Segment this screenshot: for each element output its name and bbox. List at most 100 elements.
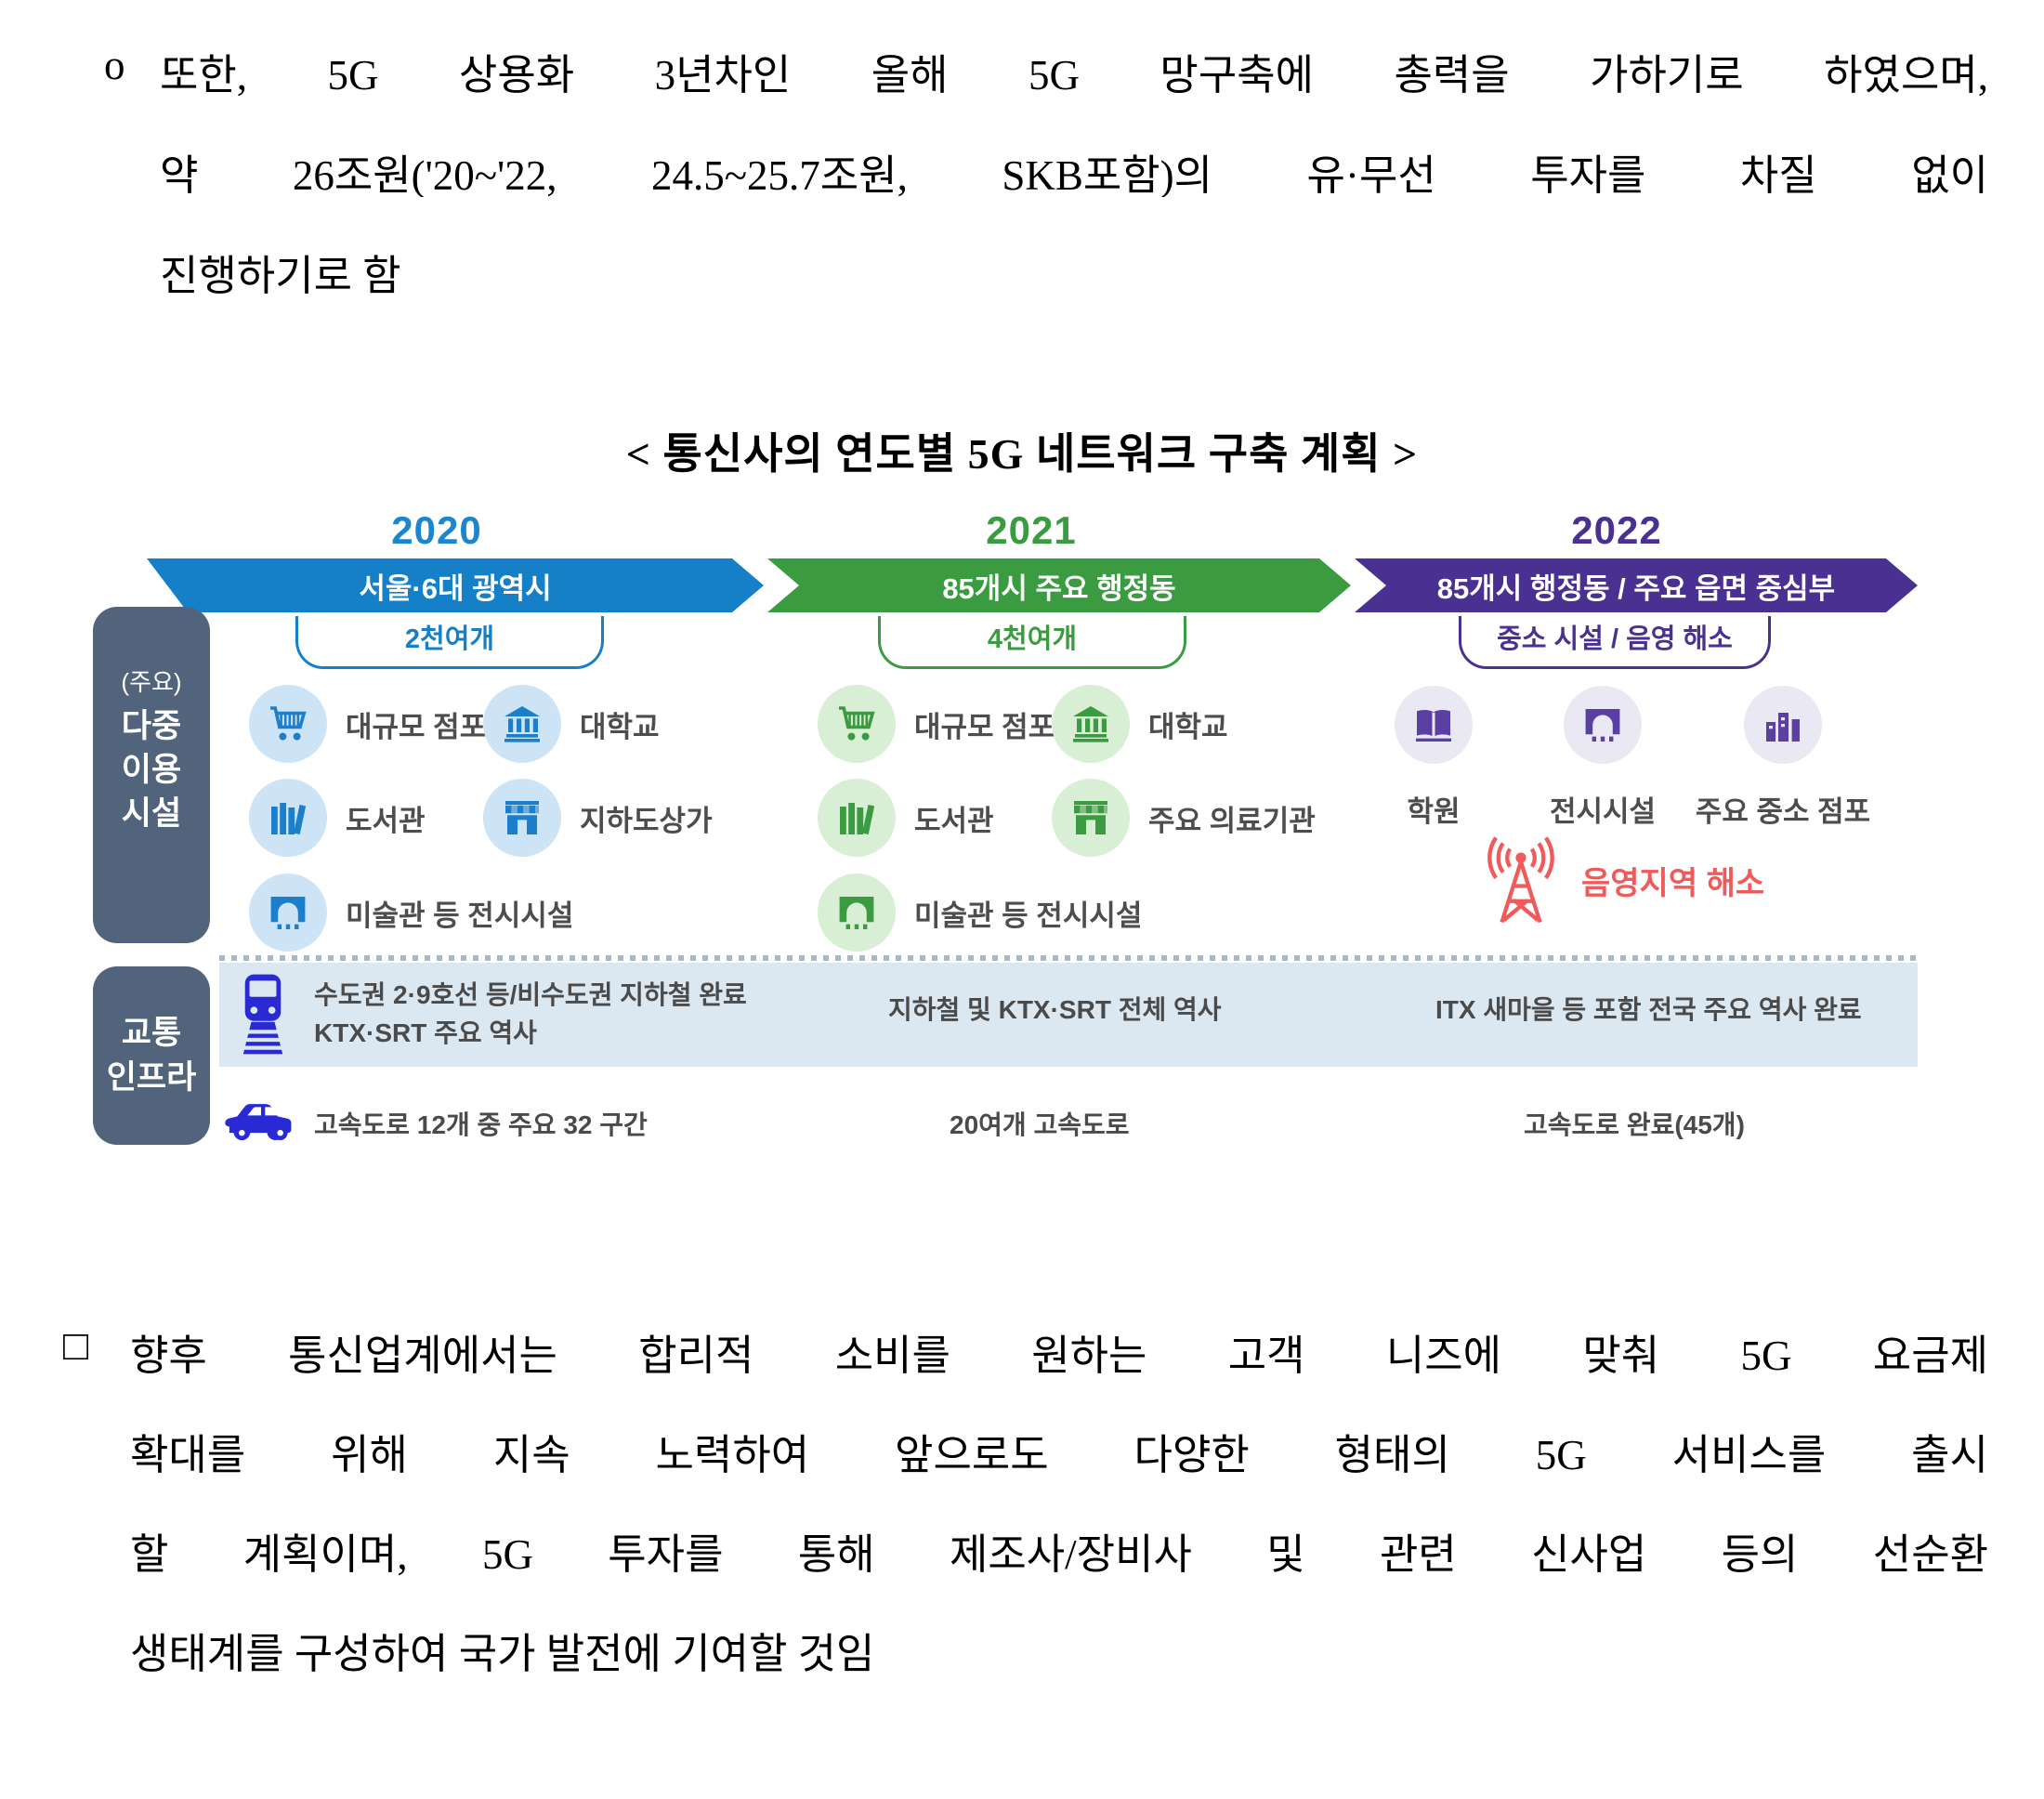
para2-line2: 확대를 위해 지속 노력하여 앞으로도 다양한 형태의 5G 서비스를 출시	[130, 1432, 1988, 1477]
facility-icon-circle	[249, 685, 327, 763]
facility-label: 미술관 등 전시시설	[346, 899, 574, 932]
antenna-tower-icon	[1487, 836, 1554, 924]
count-2020: 2천여개	[404, 624, 495, 654]
facility-icon-circle	[1744, 686, 1822, 764]
facility-item: 주요 중소 점포	[1671, 686, 1894, 830]
facility-item: 대규모 점포	[818, 685, 1055, 763]
facility-label: 대학교	[1148, 710, 1228, 743]
rail-2020-text: 수도권 2·9호선 등/비수도권 지하철 완료 KTX·SRT 주요 역사	[314, 976, 747, 1052]
facility-label: 주요 중소 점포	[1695, 795, 1871, 828]
facility-icon-circle	[818, 685, 896, 763]
rail-2022-text: ITX 새마을 등 포함 전국 주요 역사 완료	[1435, 995, 1862, 1024]
car-icon-wrap	[223, 1095, 299, 1150]
exhibition-hall-icon	[839, 897, 874, 929]
rail-2021-text: 지하철 및 KTX·SRT 전체 역사	[888, 995, 1222, 1024]
road-2020-text: 고속도로 12개 중 주요 32 구간	[314, 1110, 648, 1139]
exhibition-hall-icon	[1585, 709, 1620, 742]
facility-icon-circle	[483, 685, 561, 763]
train-icon	[242, 974, 283, 1055]
sidebar-facilities-box: (주요) 다중 이용 시설	[93, 607, 210, 943]
shopping-cart-icon	[270, 706, 307, 741]
facility-item: 주요 의료기관	[1052, 779, 1316, 857]
road-2021-text: 20여개 고속도로	[950, 1110, 1130, 1139]
sidebar-facilities-line: 시설	[121, 795, 182, 832]
count-2021: 4천여개	[987, 624, 1078, 654]
year-label-2022: 2022	[1571, 508, 1662, 552]
facility-item: 전시시설	[1491, 686, 1714, 830]
rail-2020-line1: 수도권 2·9호선 등/비수도권 지하철 완료	[314, 980, 747, 1009]
facility-item: 대학교	[483, 685, 660, 763]
shadow-area-note: 음영지역 해소	[1485, 820, 1764, 940]
sidebar-transport-box: 교통 인프라	[93, 966, 210, 1145]
count-bracket-2021: 4천여개	[878, 616, 1186, 669]
rail-2020-line2: KTX·SRT 주요 역사	[314, 1018, 537, 1047]
facility-label: 도서관	[914, 804, 994, 837]
para1-line1: 또한, 5G 상용화 3년차인 올해 5G 망구축에 총력을 가하기로 하였으며…	[160, 52, 1988, 97]
facility-label: 대학교	[580, 710, 660, 743]
facility-icon-circle	[1564, 686, 1642, 764]
arrow-2020: 서울·6대 광역시	[147, 558, 764, 612]
arrow-2020-label: 서울·6대 광역시	[359, 571, 552, 605]
facility-item: 대학교	[1052, 685, 1228, 763]
facility-item: 대규모 점포	[249, 685, 486, 763]
para2-line1: 향후 통신업계에서는 합리적 소비를 원하는 고객 니즈에 맞춰 5G 요금제	[130, 1333, 1988, 1377]
para2-line3: 할 계획이며, 5G 투자를 통해 제조사/장비사 및 관련 신사업 등의 선순…	[130, 1531, 1988, 1576]
arrow-2021: 85개시 주요 행정동	[767, 558, 1351, 612]
para2-bullet: □	[63, 1322, 89, 1369]
facility-icon-circle	[818, 779, 896, 857]
year-label-2021: 2021	[986, 508, 1077, 552]
facility-icon-circle	[249, 873, 327, 952]
facility-label: 대규모 점포	[914, 710, 1055, 743]
para1-line3: 진행하기로 함	[160, 253, 401, 299]
arrow-2022: 85개시 행정동 / 주요 읍면 중심부	[1355, 558, 1918, 612]
sidebar-facilities-line: 이용	[121, 752, 182, 788]
sidebar-transport-line: 교통	[121, 1015, 182, 1051]
train-icon-wrap	[238, 970, 288, 1064]
facility-item: 미술관 등 전시시설	[818, 873, 1142, 952]
facility-icon-circle	[818, 873, 896, 952]
para2-line4: 생태계를 구성하여 국가 발전에 기여할 것임	[130, 1631, 875, 1677]
count-2022: 중소 시설 / 음영 해소	[1497, 624, 1733, 654]
exhibition-hall-icon	[270, 897, 306, 929]
facility-label: 학원	[1407, 795, 1461, 828]
count-bracket-2020: 2천여개	[295, 616, 604, 669]
shopping-cart-icon	[839, 706, 875, 741]
facility-icon-circle	[483, 779, 561, 857]
facility-label: 대규모 점포	[346, 710, 487, 743]
sidebar-facilities-line: (주요)	[121, 668, 182, 696]
facility-icon-circle	[1052, 779, 1130, 857]
para1-bullet: o	[104, 42, 125, 88]
sidebar-facilities-line: 다중	[121, 708, 182, 744]
count-bracket-2022: 중소 시설 / 음영 해소	[1459, 616, 1771, 669]
facility-item: 지하도상가	[483, 779, 713, 857]
dotted-divider	[219, 955, 1918, 961]
year-label-2020: 2020	[391, 508, 482, 552]
facility-label: 전시시설	[1549, 795, 1657, 828]
arrow-2021-label: 85개시 주요 행정동	[942, 571, 1176, 605]
shadow-area-label: 음영지역 해소	[1581, 865, 1765, 901]
facility-label: 지하도상가	[580, 804, 713, 837]
facility-label: 주요 의료기관	[1148, 804, 1316, 837]
storefront-icon	[505, 801, 539, 834]
facility-icon-circle	[1052, 685, 1130, 763]
road-2022-text: 고속도로 완료(45개)	[1524, 1110, 1745, 1139]
sidebar-transport-line: 인프라	[106, 1059, 197, 1096]
car-icon	[225, 1104, 292, 1141]
facility-item: 도서관	[249, 779, 426, 857]
facility-item: 도서관	[818, 779, 994, 857]
storefront-icon	[1074, 801, 1107, 834]
facility-label: 도서관	[346, 804, 426, 837]
para1-line2: 약 26조원('20~'22, 24.5~25.7조원, SKB포함)의 유·무…	[160, 152, 1988, 197]
arrow-2022-label: 85개시 행정동 / 주요 읍면 중심부	[1436, 571, 1836, 605]
small-stores-icon	[1766, 713, 1800, 742]
facility-item: 학원	[1322, 686, 1545, 830]
library-books-icon	[840, 803, 875, 834]
facility-label: 미술관 등 전시시설	[914, 899, 1143, 932]
library-books-icon	[271, 803, 307, 834]
open-book-icon	[1416, 709, 1451, 742]
facility-item: 미술관 등 전시시설	[249, 873, 573, 952]
facility-icon-circle	[1395, 686, 1473, 764]
university-icon	[1073, 706, 1108, 742]
figure-title: < 통신사의 연도별 5G 네트워크 구축 계획 >	[625, 430, 1419, 478]
